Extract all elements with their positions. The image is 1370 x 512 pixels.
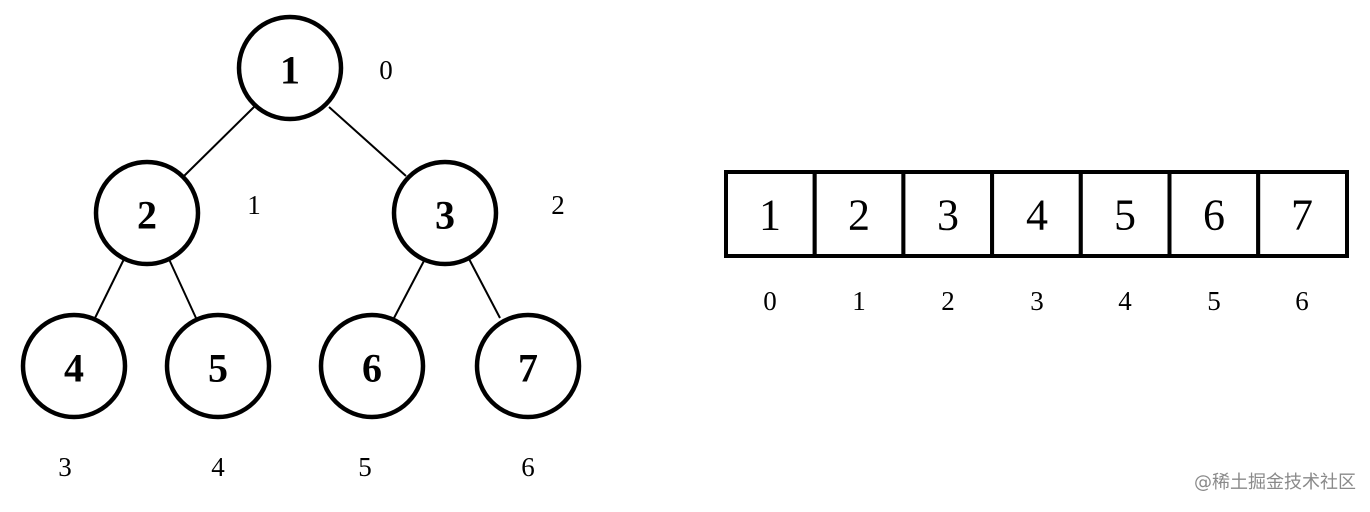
node-circle (164, 312, 272, 420)
array-cell: 4 (990, 170, 1083, 258)
node-index-label: 5 (358, 452, 372, 482)
node-index-label: 3 (58, 452, 72, 482)
array-cell: 1 (724, 170, 817, 258)
node-circle (474, 312, 582, 420)
node-value: 6 (362, 346, 382, 391)
array-cell-box (1256, 170, 1349, 258)
tree-node: 3 (391, 159, 499, 267)
array-cell-value: 1 (759, 191, 781, 240)
tree-node: 1 (236, 14, 344, 122)
array-cell-value: 2 (848, 191, 870, 240)
node-circle (236, 14, 344, 122)
array-cell-box (901, 170, 995, 258)
edge-3-6 (393, 256, 427, 319)
array-cell: 2 (812, 170, 906, 258)
watermark: @稀土掘金技术社区 (1194, 472, 1356, 493)
array-index-label: 1 (852, 286, 866, 316)
edge-2-5 (167, 256, 197, 319)
array-cell-value: 4 (1026, 191, 1048, 240)
node-value: 2 (137, 193, 157, 238)
node-circle (93, 159, 201, 267)
tree-node: 5 (164, 312, 272, 420)
array-index-label: 5 (1207, 286, 1221, 316)
tree-node: 7 (474, 312, 582, 420)
node-value: 3 (435, 193, 455, 238)
tree-node: 6 (318, 312, 426, 420)
array-index-label: 0 (763, 286, 777, 316)
edge-1-3 (328, 106, 407, 177)
node-index-label: 4 (211, 452, 225, 482)
node-value: 4 (64, 346, 84, 391)
node-circle (20, 312, 128, 420)
node-index-label: 0 (379, 55, 393, 85)
array-index-label: 6 (1295, 286, 1309, 316)
array-cell-value: 3 (937, 191, 959, 240)
node-value: 1 (280, 48, 300, 93)
array-index-label: 4 (1118, 286, 1132, 316)
array-indices: 0 1 2 3 4 5 6 (763, 286, 1309, 316)
array-strip: 1 2 3 4 5 6 7 (724, 170, 1349, 258)
array-cell-value: 6 (1203, 191, 1225, 240)
array-cell-value: 7 (1291, 191, 1313, 240)
edge-2-4 (94, 256, 126, 319)
node-circle (318, 312, 426, 420)
edge-1-2 (183, 106, 255, 177)
tree-node: 4 (20, 312, 128, 420)
node-index-label: 1 (247, 190, 261, 220)
edge-3-7 (467, 256, 501, 319)
tree-node: 2 (93, 159, 201, 267)
node-circle (391, 159, 499, 267)
array-index-label: 3 (1030, 286, 1044, 316)
array-cell: 3 (901, 170, 995, 258)
node-index-label: 6 (521, 452, 535, 482)
array-cell: 6 (1167, 170, 1261, 258)
node-value: 5 (208, 346, 228, 391)
array-cell-value: 5 (1114, 191, 1136, 240)
array-cell: 7 (1256, 170, 1349, 258)
node-value: 7 (518, 346, 538, 391)
tree-edges (94, 106, 501, 319)
array-cell: 5 (1078, 170, 1172, 258)
array-cell-box (1078, 170, 1172, 258)
node-index-label: 2 (551, 190, 565, 220)
array-index-label: 2 (941, 286, 955, 316)
